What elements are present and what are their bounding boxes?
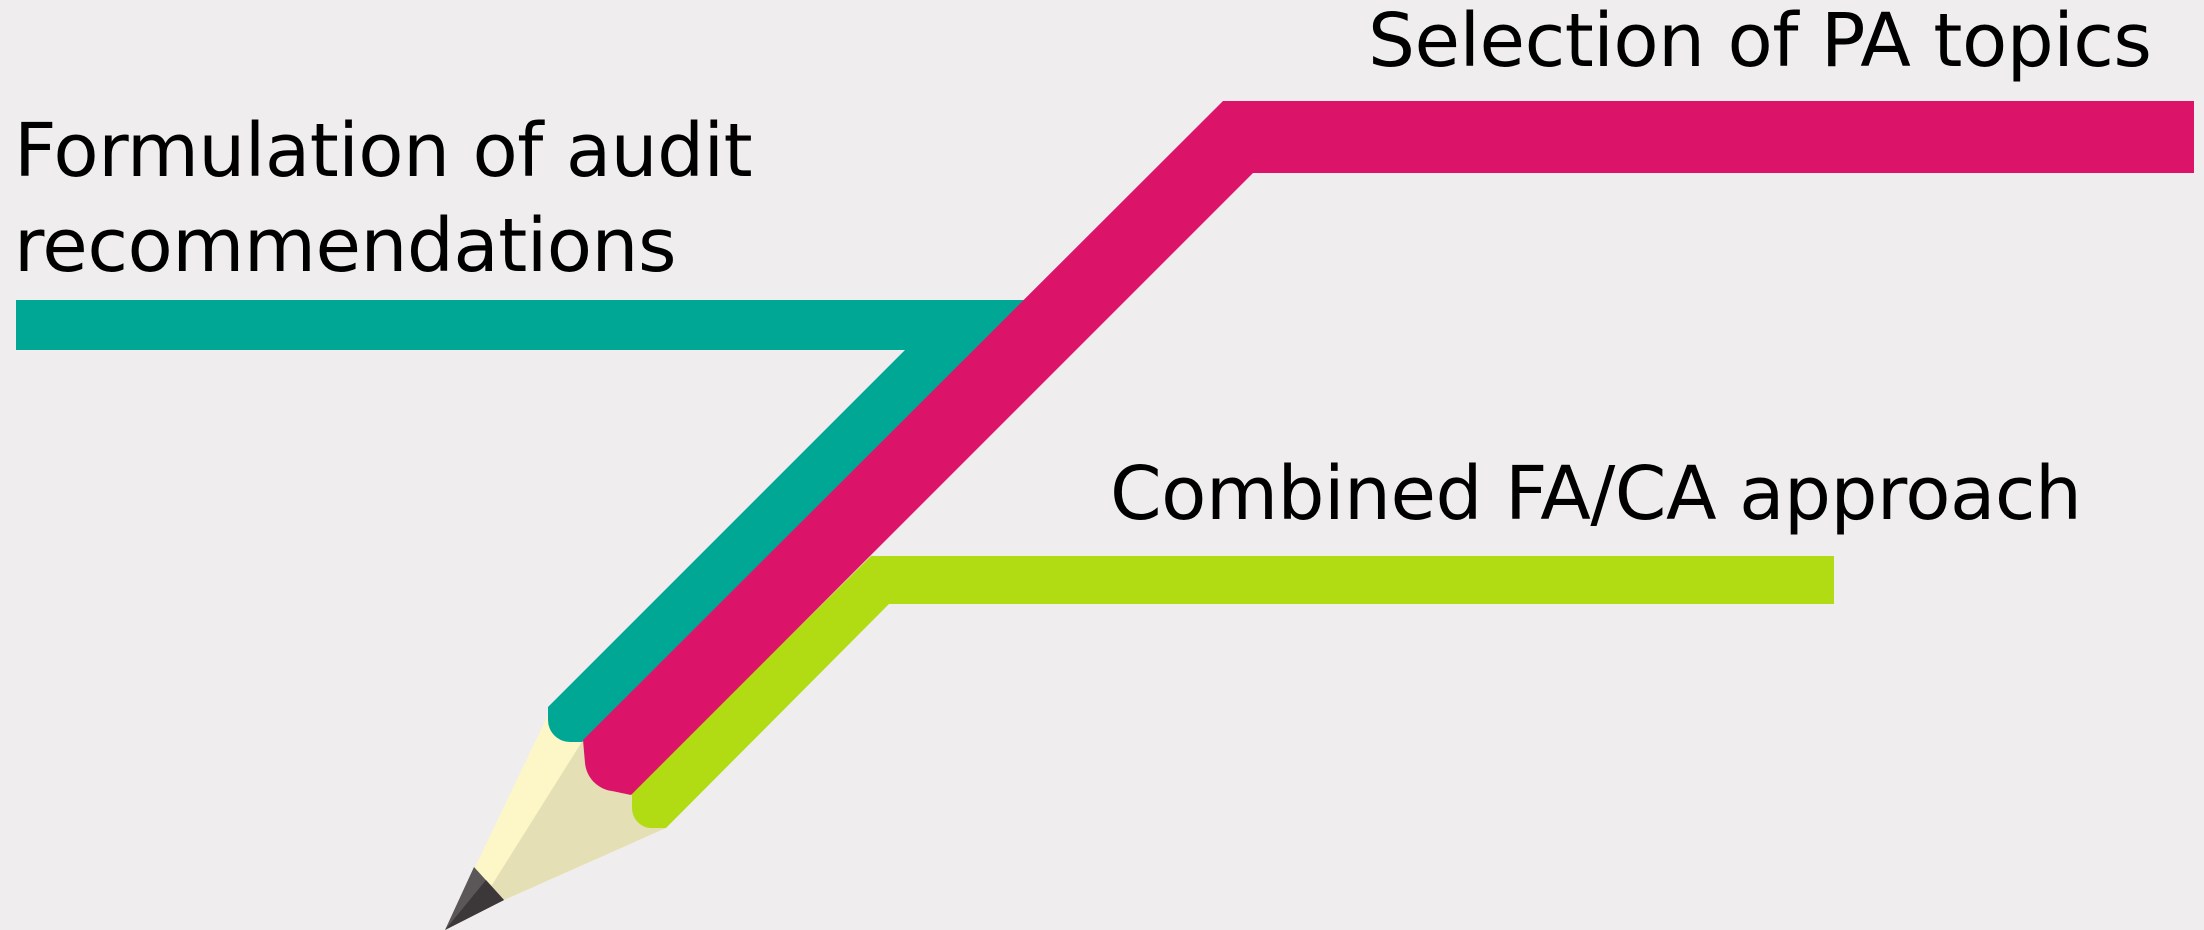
pencil-wood-shade <box>490 740 666 900</box>
pencil-icon <box>445 715 666 930</box>
audit-label-line-1: Formulation of audit <box>14 108 753 194</box>
selection-label: Selection of PA topics <box>1368 0 2152 84</box>
audit-connector-line <box>16 300 1025 742</box>
selection-connector-line <box>583 101 2194 795</box>
pencil-tip-shade <box>445 880 504 930</box>
combined-connector-line <box>631 556 1834 828</box>
audit-label-line-2: recommendations <box>14 203 677 289</box>
audit-label: Formulation of audit recommendations <box>14 104 753 294</box>
combined-label: Combined FA/CA approach <box>1110 451 2082 537</box>
